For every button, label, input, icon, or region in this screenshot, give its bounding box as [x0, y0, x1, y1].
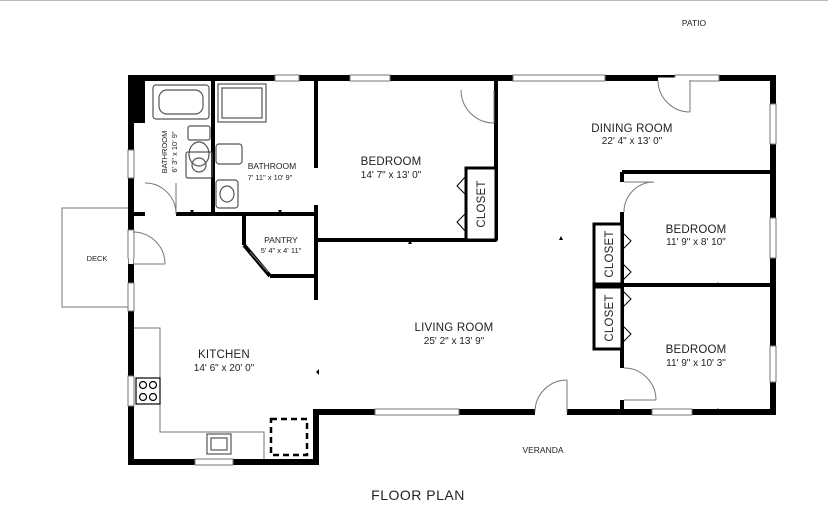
room-dims-bedroom-north: 14' 7" x 13' 0": [361, 170, 422, 181]
room-name-bathroom-main: BATHROOM: [248, 161, 296, 171]
veranda-label: VERANDA: [522, 445, 563, 455]
kitchen-counters: [134, 327, 265, 459]
room-dims-dining-room: 22' 4" x 13' 0": [602, 136, 663, 147]
room-dims-kitchen: 14' 6" x 20' 0": [194, 363, 255, 374]
sink-main-bath: [215, 179, 239, 209]
toilet-main-bath: [215, 143, 243, 165]
doors: [128, 77, 691, 415]
sink-small-bath: [185, 151, 213, 179]
patio-label: PATIO: [682, 18, 707, 28]
bathtub: [152, 84, 210, 120]
room-dims-living-room: 25' 2" x 13' 9": [424, 336, 485, 347]
closet-label-east-upper: CLOSET: [604, 230, 616, 277]
direction-markers: [190, 210, 720, 412]
room-name-bedroom-north: BEDROOM: [361, 156, 422, 168]
closet-label-bedroom: CLOSET: [476, 180, 488, 227]
closet-label-east-lower: CLOSET: [604, 294, 616, 341]
kitchen-sink: [206, 433, 232, 455]
room-name-dining-room: DINING ROOM: [591, 123, 672, 135]
room-dims-bathroom-main: 7' 11" x 10' 9": [248, 173, 293, 182]
kitchen-island-dashed: [269, 417, 309, 457]
room-name-bedroom-east-lower: BEDROOM: [666, 344, 727, 356]
closet-east-lower: [592, 285, 632, 351]
room-dims-bathroom-small: 6' 3" x 10' 9": [170, 131, 179, 172]
wall-corner-block: [131, 78, 145, 123]
room-name-pantry: PANTRY: [264, 235, 298, 245]
floor-plan-title: FLOOR PLAN: [371, 487, 465, 503]
windows: [127, 74, 777, 466]
deck-label: DECK: [87, 254, 108, 263]
closet-bedroom: [456, 166, 498, 242]
room-name-living-room: LIVING ROOM: [415, 322, 494, 334]
room-name-bedroom-east-upper: BEDROOM: [666, 224, 727, 236]
room-name-kitchen: KITCHEN: [198, 349, 250, 361]
room-name-bathroom-small: BATHROOM: [160, 131, 169, 174]
shower: [217, 83, 267, 123]
room-dims-pantry: 5' 4" x 4' 11": [261, 246, 302, 255]
stove: [135, 377, 161, 405]
room-dims-bedroom-east-lower: 11' 9" x 10' 3": [666, 358, 726, 369]
bathroom-small-label-group: BATHROOM 6' 3" x 10' 9": [160, 131, 179, 174]
exterior-walls: [128, 75, 776, 465]
room-dims-bedroom-east-upper: 11' 9" x 8' 10": [666, 237, 726, 248]
closet-east-upper: [592, 222, 632, 286]
toilet-small-bath: [187, 125, 211, 167]
